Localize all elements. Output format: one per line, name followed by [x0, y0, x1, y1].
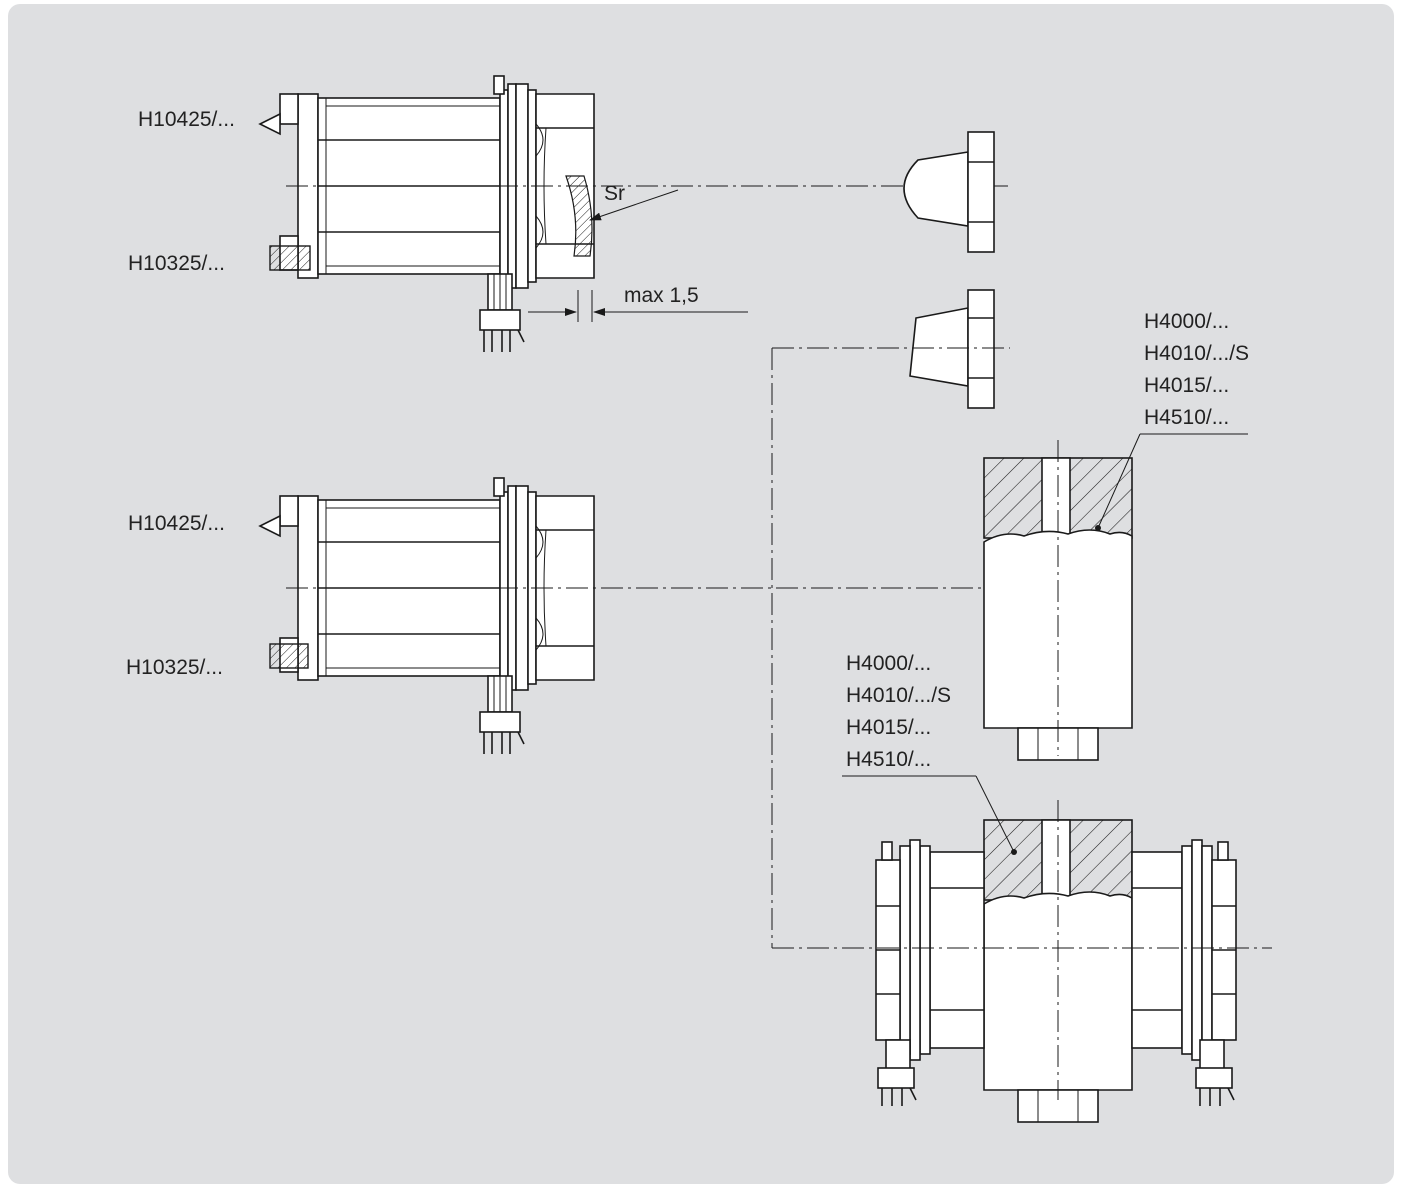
label-mid-tip: H10425/... [128, 512, 225, 535]
label-top-thermo: H10325/... [128, 252, 225, 275]
surface-symbol: Sr [604, 182, 625, 205]
cap-flat [909, 289, 995, 409]
fitting-lower-labels: H4000/... H4010/.../S H4015/... H4510/..… [842, 652, 1017, 855]
label-mid-thermo: H10325/... [126, 656, 223, 679]
fitting-upper-labels: H4000/... H4010/.../S H4015/... H4510/..… [1095, 310, 1249, 531]
sensor-lower-right [1131, 839, 1237, 1106]
sensor-middle [258, 477, 595, 755]
sensor-lower-left [875, 839, 985, 1106]
fitting-upper-label-2: H4010/.../S [1144, 342, 1249, 365]
cap-domed [903, 131, 995, 253]
fitting-upper-label-3: H4015/... [1144, 374, 1229, 397]
fitting-upper-label-4: H4510/... [1144, 406, 1229, 429]
fitting-lower-label-1: H4000/... [846, 652, 931, 675]
label-top-tip: H10425/... [138, 108, 235, 131]
fitting-lower-label-2: H4010/.../S [846, 684, 951, 707]
fitting-lower [983, 819, 1133, 1123]
gap-dimension: max 1,5 [528, 284, 748, 322]
fitting-lower-label-4: H4510/... [846, 748, 931, 771]
fitting-upper-label-1: H4000/... [1144, 310, 1229, 333]
sensor-top [258, 75, 595, 353]
fitting-lower-label-3: H4015/... [846, 716, 931, 739]
gap-dimension-label: max 1,5 [624, 284, 699, 307]
